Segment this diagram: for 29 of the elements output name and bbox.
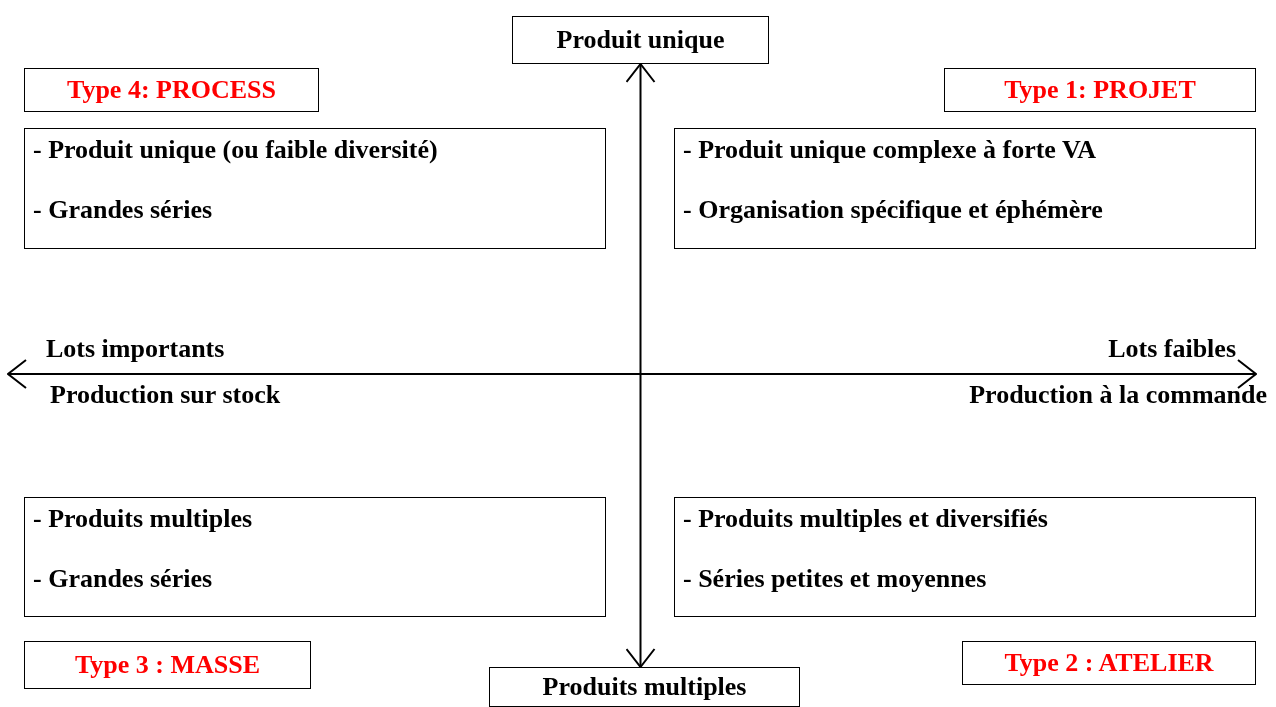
text-box <box>674 128 1256 249</box>
axis-label: Lots faibles <box>1108 334 1236 364</box>
axis-label: Produit unique <box>555 25 726 55</box>
type-title: Type 2 : ATELIER <box>1003 648 1215 678</box>
bullet-item: - Grandes séries <box>33 564 213 594</box>
axis-label: Produits multiples <box>541 672 748 702</box>
bullet-item: - Grandes séries <box>33 195 213 225</box>
bullet-item: - Organisation spécifique et éphémère <box>683 195 1103 225</box>
type-title: Type 4: PROCESS <box>66 75 277 105</box>
double-arrow <box>625 63 656 668</box>
text-box <box>674 497 1256 617</box>
type-label-box <box>962 641 1256 685</box>
type-label-box <box>24 641 311 689</box>
text-box <box>24 128 606 249</box>
bullet-item: - Produits multiples et diversifiés <box>683 504 1048 534</box>
text-box <box>24 497 606 617</box>
type-label-box <box>24 68 319 112</box>
type-title: Type 1: PROJET <box>1003 75 1197 105</box>
bullet-item: - Séries petites et moyennes <box>683 564 987 594</box>
axis-label: Lots importants <box>46 334 225 364</box>
axis-label: Production à la commande <box>969 380 1267 410</box>
axis-label-box <box>512 16 769 64</box>
type-title: Type 3 : MASSE <box>73 650 262 680</box>
axis-label: Production sur stock <box>50 380 281 410</box>
bullet-item: - Produit unique (ou faible diversité) <box>33 135 438 165</box>
type-label-box <box>944 68 1256 112</box>
bullet-item: - Produits multiples <box>33 504 253 534</box>
axis-label-box <box>489 667 800 707</box>
bullet-item: - Produit unique complexe à forte VA <box>683 135 1097 165</box>
